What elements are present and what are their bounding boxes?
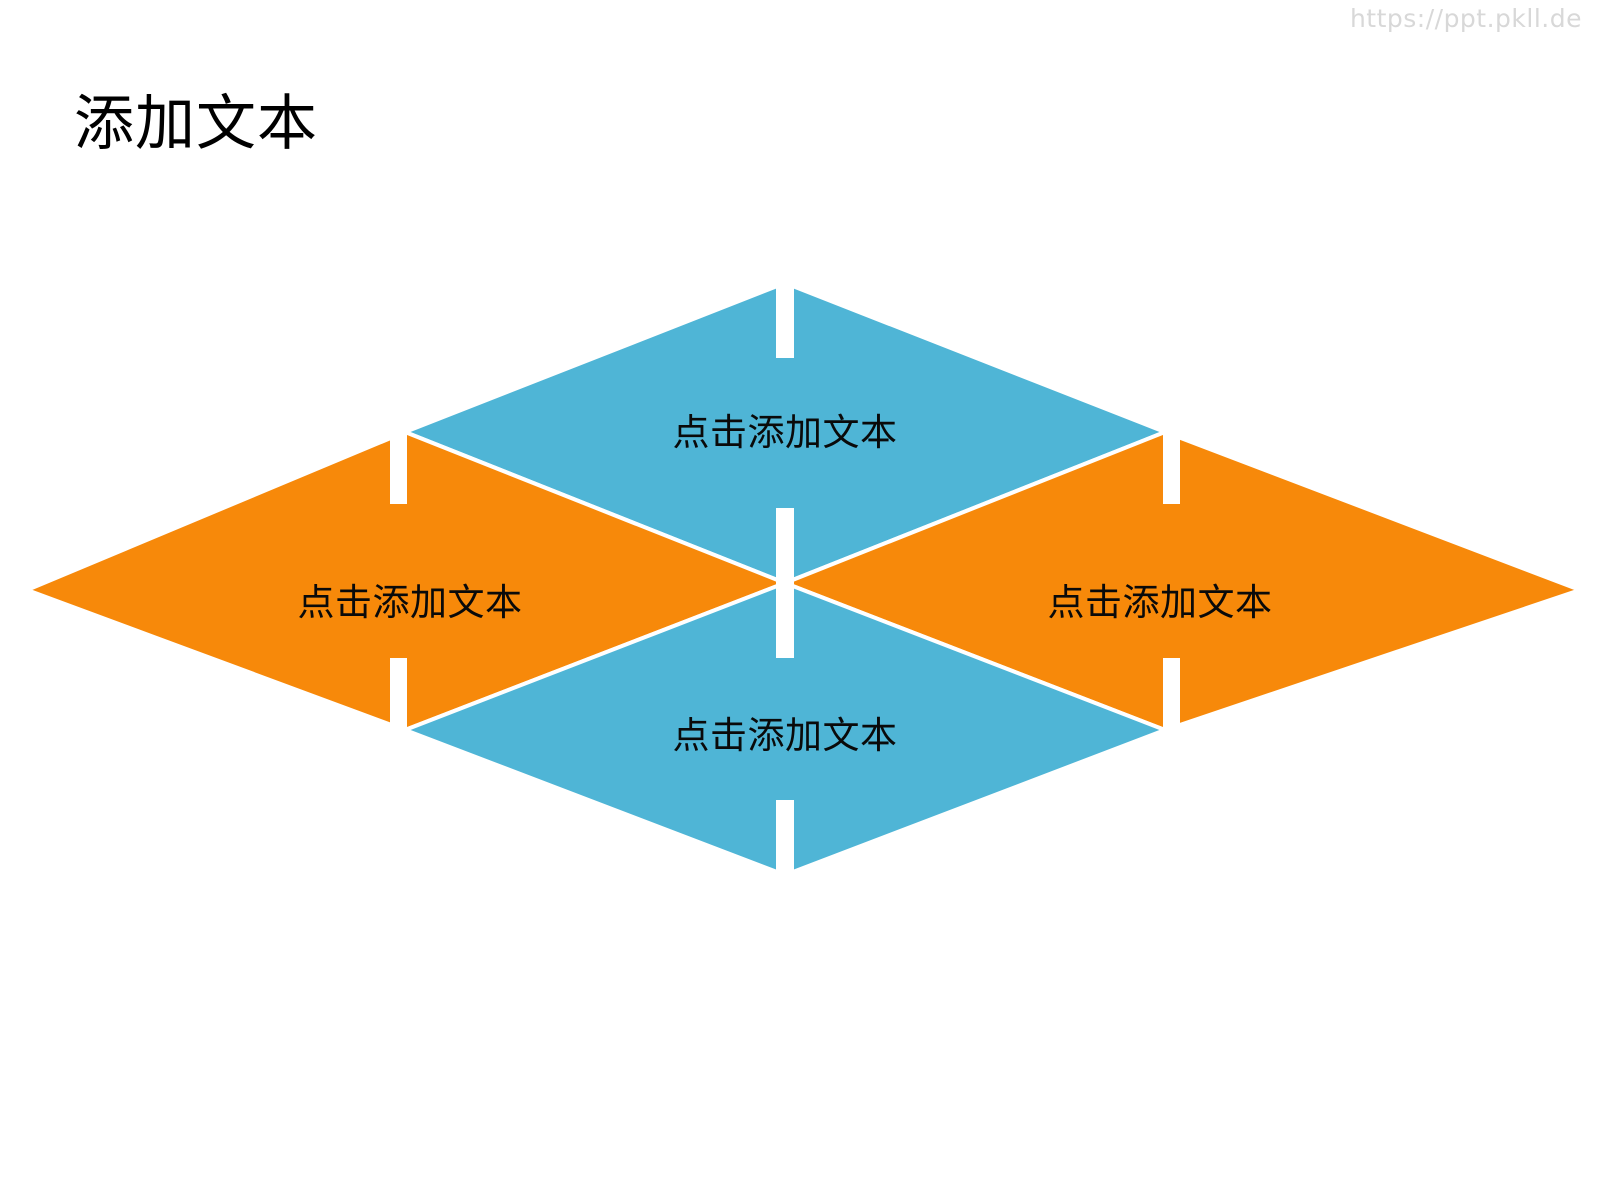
notch-left-upper bbox=[390, 432, 407, 504]
notch-center-lower bbox=[776, 583, 794, 658]
notch-left-lower bbox=[390, 658, 407, 730]
diamond-label-bottom[interactable]: 点击添加文本 bbox=[672, 714, 898, 757]
notch-right-lower bbox=[1163, 658, 1180, 730]
page-title: 添加文本 bbox=[74, 89, 318, 160]
diamond-label-top[interactable]: 点击添加文本 bbox=[672, 411, 898, 454]
notch-right-upper bbox=[1163, 432, 1180, 504]
diamond-label-left[interactable]: 点击添加文本 bbox=[297, 581, 523, 624]
notch-bottom bbox=[776, 800, 794, 875]
notch-top bbox=[776, 283, 794, 358]
notch-center-upper bbox=[776, 508, 794, 583]
watermark-url: https://ppt.pkll.de bbox=[1349, 4, 1582, 33]
diamond-label-right[interactable]: 点击添加文本 bbox=[1047, 581, 1273, 624]
